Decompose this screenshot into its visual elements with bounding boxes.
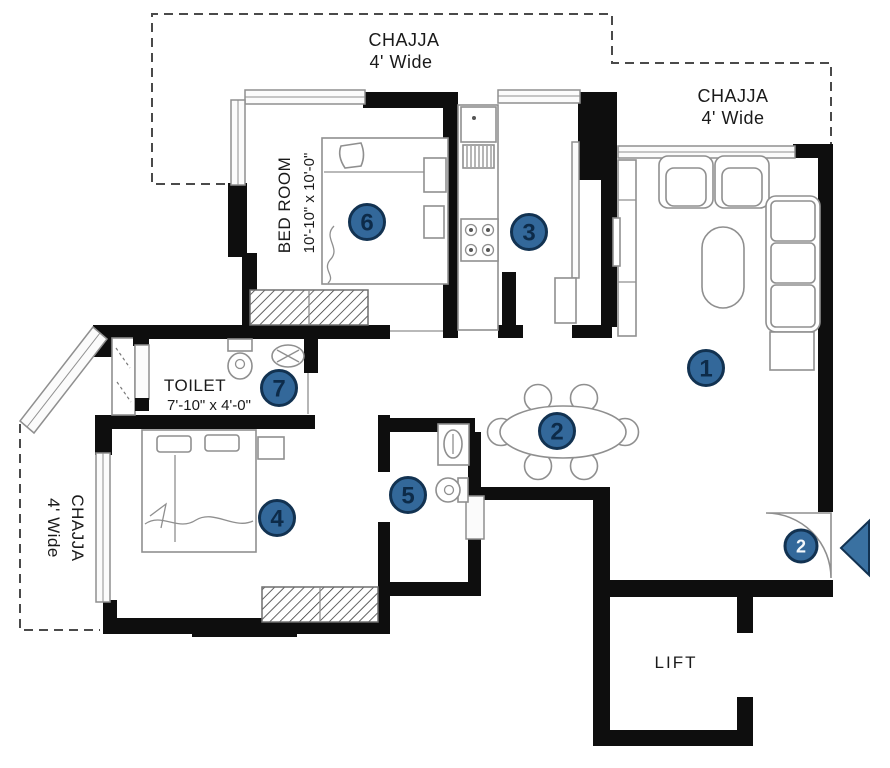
wardrobe-bedroom6 xyxy=(249,289,369,326)
lift-label: LIFT xyxy=(655,653,698,672)
toilet7-label: TOILET xyxy=(164,376,226,395)
chajja-top-right-title: CHAJJA xyxy=(697,86,768,106)
coffee-table xyxy=(701,226,745,309)
wc-toilet7 xyxy=(227,338,253,380)
entrance-arrow-icon xyxy=(839,518,870,578)
svg-text:6: 6 xyxy=(360,210,373,237)
bedroom-4 xyxy=(141,429,379,623)
toilet7-dims: 7'-10" x 4'-0" xyxy=(167,397,251,414)
window-bedroom4-left xyxy=(95,452,111,603)
toilet-7 xyxy=(227,338,305,380)
window-bedroom6-left xyxy=(230,99,246,186)
kitchen-partition xyxy=(571,141,580,279)
washbasin-toilet5 xyxy=(437,423,470,466)
chajja-top-left-title: CHAJJA xyxy=(368,30,439,50)
tv-cabinet xyxy=(612,159,637,337)
chajja-left-boundary xyxy=(19,424,100,631)
bedroom6-label: BED ROOM xyxy=(275,157,294,254)
svg-text:2: 2 xyxy=(550,419,563,446)
labels: CHAJJA 4' Wide CHAJJA 4' Wide CHAJJA 4' … xyxy=(44,30,768,672)
fridge xyxy=(460,106,497,143)
bed-4 xyxy=(141,429,257,553)
svg-text:1: 1 xyxy=(699,356,712,383)
svg-text:5: 5 xyxy=(401,483,414,510)
entrance-door-swing xyxy=(765,512,832,579)
marker-dining: 2 xyxy=(538,412,576,450)
marker-living-room: 1 xyxy=(687,349,725,387)
room-markers: 1 2 3 4 5 6 7 2 xyxy=(258,203,819,564)
wardrobe-bedroom4 xyxy=(261,586,379,623)
svg-text:4: 4 xyxy=(270,506,284,533)
window-kitchen-top xyxy=(497,89,581,104)
svg-text:2: 2 xyxy=(796,537,806,557)
sink-drainboard xyxy=(462,144,495,169)
kitchen-platform xyxy=(554,277,577,324)
svg-text:7: 7 xyxy=(272,376,285,403)
living-room xyxy=(612,155,821,371)
chajja-top-right-subtitle: 4' Wide xyxy=(702,108,765,128)
bed-6 xyxy=(321,137,449,285)
svg-text:3: 3 xyxy=(522,220,535,247)
marker-toilet-5: 5 xyxy=(389,476,427,514)
chajja-left-subtitle: 4' Wide xyxy=(44,498,63,558)
window-toilet5-vent xyxy=(465,495,485,540)
sofa xyxy=(765,195,821,371)
window-bedroom6-top xyxy=(244,89,366,105)
marker-kitchen: 3 xyxy=(510,213,548,251)
bedroom6-dims: 10'-10" x 10'-0" xyxy=(301,153,318,254)
bedroom-6 xyxy=(249,137,449,326)
marker-toilet-7: 7 xyxy=(260,369,298,407)
marker-entrance: 2 xyxy=(783,528,819,564)
toilet-5 xyxy=(435,423,470,503)
marker-bedroom-4: 4 xyxy=(258,499,296,537)
washbasin-toilet7 xyxy=(271,344,305,368)
duct-shaft xyxy=(111,337,136,416)
toilet7-door xyxy=(133,333,150,411)
stove xyxy=(460,218,499,262)
marker-bedroom-6: 6 xyxy=(348,203,386,241)
bedside-shelf xyxy=(423,205,445,239)
chajja-top-left-subtitle: 4' Wide xyxy=(370,52,433,72)
armchair xyxy=(658,155,714,209)
window-angled-corner xyxy=(18,325,109,435)
armchair xyxy=(714,155,770,209)
chajja-left-title: CHAJJA xyxy=(68,494,87,561)
wc-toilet5 xyxy=(435,477,469,503)
windows xyxy=(18,89,796,603)
entrance xyxy=(765,512,870,579)
bedside-table xyxy=(257,436,285,460)
bedside-shelf xyxy=(423,157,447,193)
kitchen xyxy=(457,104,577,331)
